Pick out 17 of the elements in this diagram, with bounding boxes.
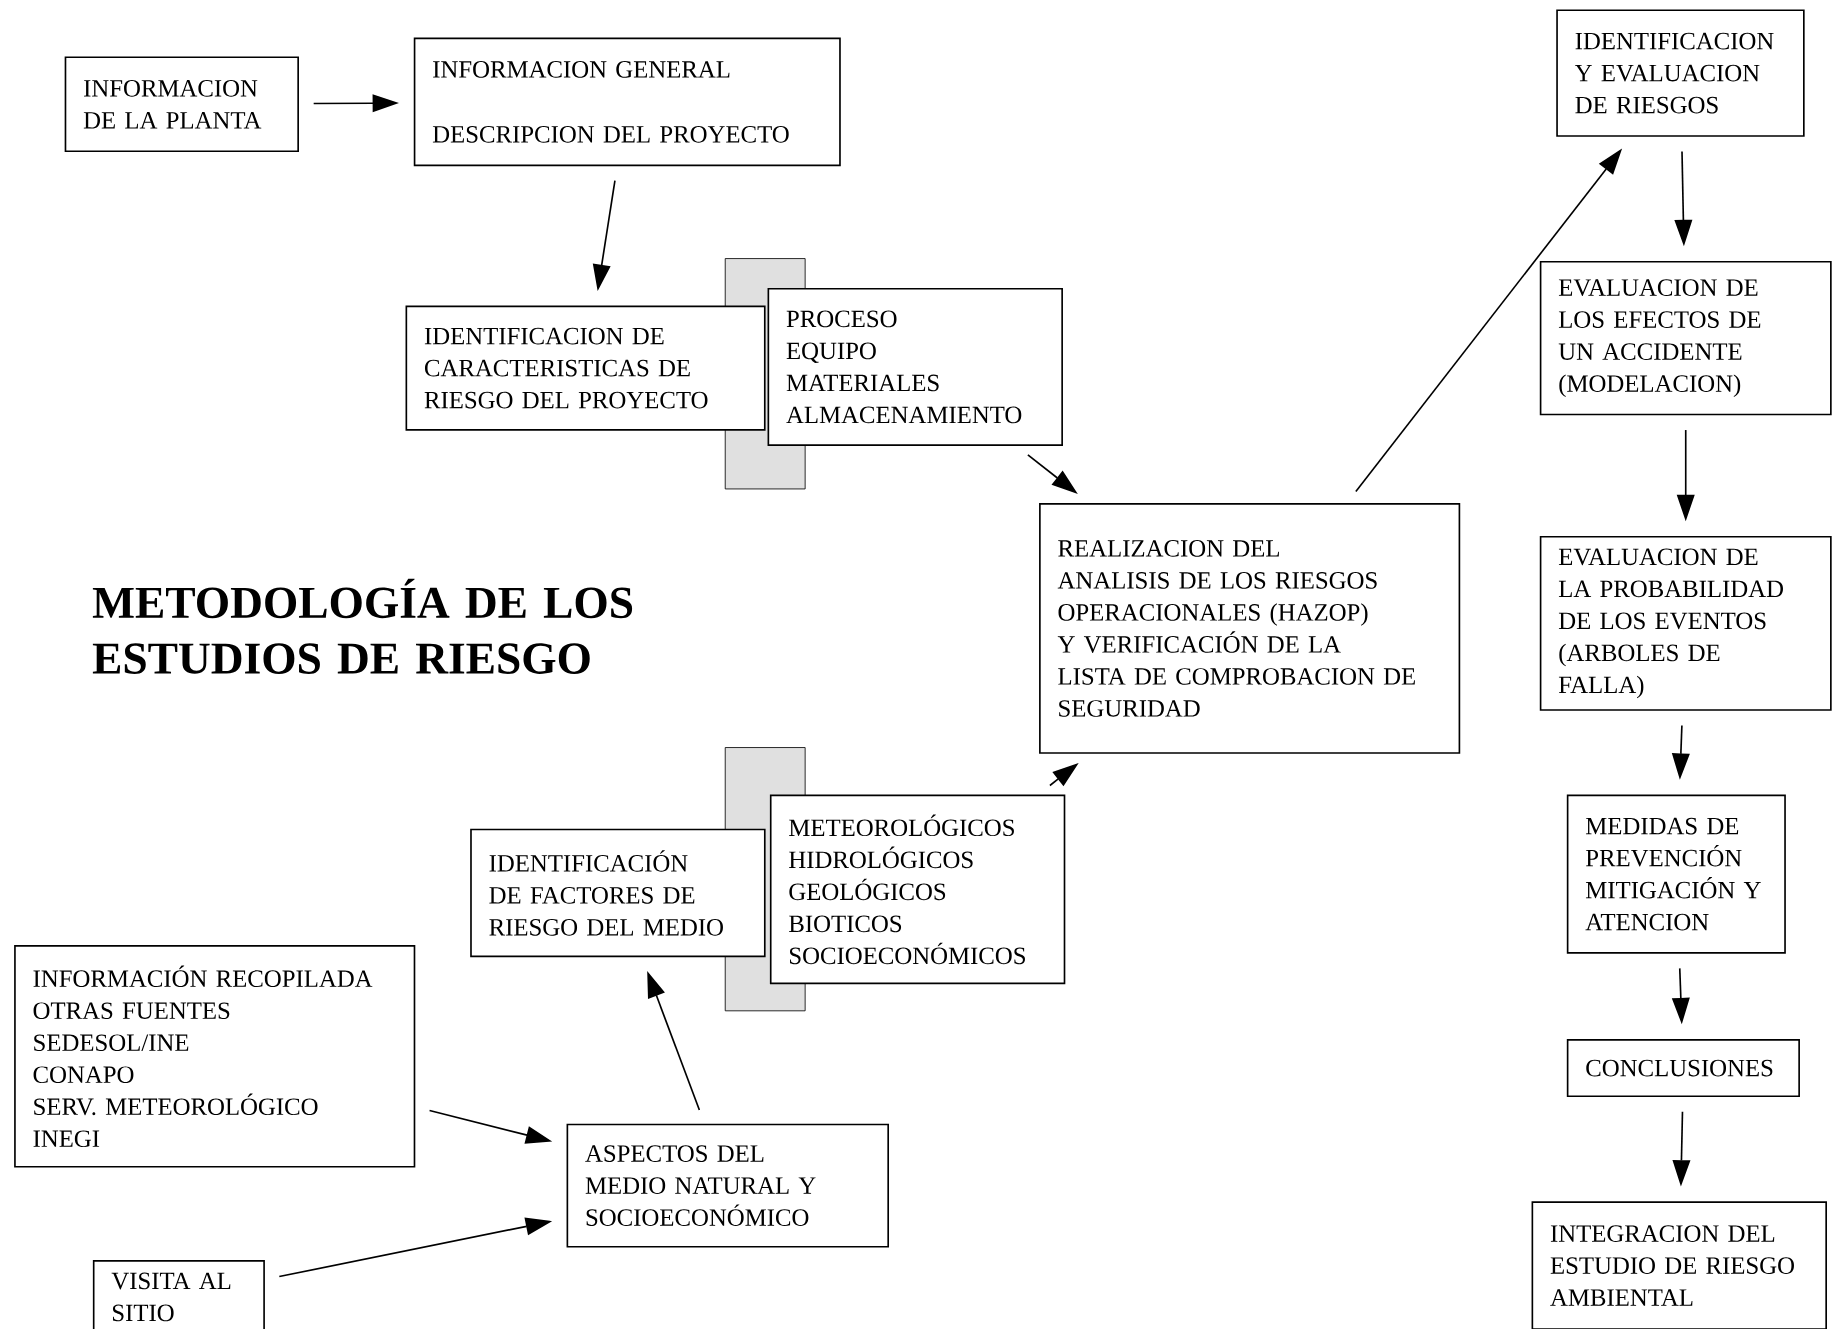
process-box: METEOROLÓGICOS HIDROLÓGICOS GEOLÓGICOS BIOTICOS SOCIOECONÓMICOS xyxy=(769,794,1066,985)
process-box: INTEGRACION DEL ESTUDIO DE RIESGO AMBIENTAL xyxy=(1531,1201,1827,1329)
process-box: ASPECTOS DEL MEDIO NATURAL Y SOCIOECONÓMICO xyxy=(566,1123,889,1248)
process-box: REALIZACION DEL ANALISIS DE LOS RIESGOS OPERACIONALES (HAZOP) Y VERIFICACIÓN DE LA LISTA DE COMPROBACION DE SEGURIDAD xyxy=(1039,502,1461,754)
process-box: PROCESO EQUIPO MATERIALES ALMACENAMIENTO xyxy=(767,287,1063,446)
process-box: INFORMACIÓN RECOPILADA OTRAS FUENTES SEDESOL/INE CONAPO SERV. METEOROLÓGICO INEGI xyxy=(14,944,416,1168)
process-box: EVALUACION DE LOS EFECTOS DE UN ACCIDENTE (MODELACION) xyxy=(1539,260,1832,416)
process-box: IDENTIFICACION DE CARACTERISTICAS DE RIESGO DEL PROYECTO xyxy=(405,305,766,431)
process-box: MEDIDAS DE PREVENCIÓN MITIGACIÓN Y ATENCION xyxy=(1566,794,1786,954)
process-box: EVALUACION DE LA PROBABILIDAD DE LOS EVENTOS (ARBOLES DE FALLA) xyxy=(1539,535,1832,711)
process-box: IDENTIFICACION Y EVALUACION DE RIESGOS xyxy=(1556,9,1805,137)
title: METODOLOGÍA DE LOS ESTUDIOS DE RIESGO xyxy=(92,578,633,674)
process-box: INFORMACION GENERAL DESCRIPCION DEL PROYECTO xyxy=(413,37,841,166)
process-box: CONCLUSIONES xyxy=(1566,1038,1800,1097)
process-box: VISITA AL SITIO xyxy=(92,1259,265,1329)
process-box: INFORMACION DE LA PLANTA xyxy=(64,56,299,152)
process-box: IDENTIFICACIÓN DE FACTORES DE RIESGO DEL MEDIO xyxy=(470,828,766,958)
